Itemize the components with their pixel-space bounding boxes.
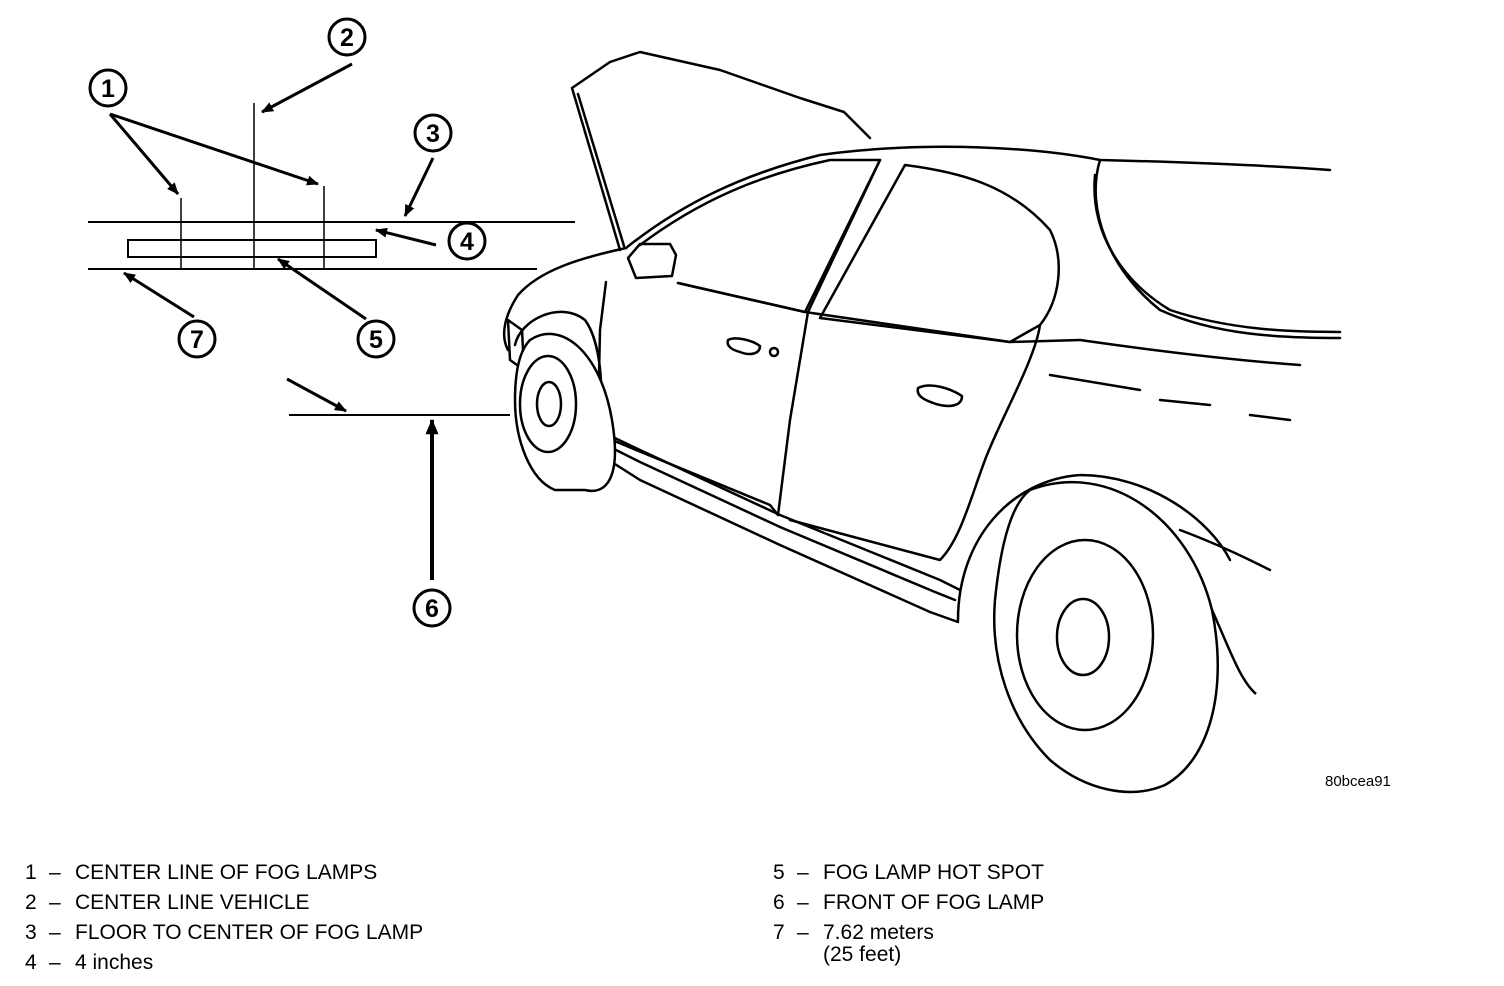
- front-fender: [502, 246, 628, 352]
- arrow-3: [403, 157, 435, 217]
- legend-dash: –: [49, 921, 61, 944]
- legend-item: 4 – 4 inches: [25, 948, 423, 978]
- rear-roof-edge: [1094, 158, 1342, 340]
- arrow-2: [261, 62, 353, 114]
- vehicle-illustration: [502, 50, 1342, 624]
- fog-lamp-hot-spot-rectangle: [127, 239, 377, 258]
- door-lock: [768, 346, 780, 358]
- legend-dash: –: [797, 891, 809, 914]
- callout-label: 3: [426, 120, 440, 148]
- callout-label: 2: [340, 24, 354, 52]
- rear-window: [1093, 173, 1342, 334]
- legend-dash: –: [49, 861, 61, 884]
- legend-dash: –: [797, 921, 809, 944]
- arrow-7: [123, 271, 195, 319]
- arrow-4: [375, 227, 437, 247]
- figure-id-code: 80bcea91: [1325, 773, 1391, 790]
- arrow-1-left: [108, 113, 180, 195]
- front-door: [596, 280, 780, 517]
- legend-dash: –: [49, 891, 61, 914]
- legend-item: 5 – FOG LAMP HOT SPOT: [773, 858, 1044, 888]
- callout-label: 4: [460, 228, 474, 256]
- rear-wheel: [993, 480, 1257, 794]
- legend-right: 5 – FOG LAMP HOT SPOT 6 – FRONT OF FOG L…: [773, 858, 1044, 966]
- callout-2: 2: [327, 17, 367, 57]
- legend-text: 7.62 meters (25 feet): [823, 921, 934, 966]
- callouts: 1 2 3 4 5 6 7: [88, 17, 487, 628]
- rear-door: [788, 323, 1042, 562]
- callout-4: 4: [447, 221, 487, 261]
- callout-label: 1: [101, 75, 115, 103]
- roof-outline: [624, 145, 1332, 250]
- legend-text: CENTER LINE OF FOG LAMPS: [75, 861, 378, 884]
- open-hood: [570, 50, 872, 252]
- callout-5: 5: [356, 319, 396, 359]
- rear-door-window: [818, 163, 1060, 344]
- callout-label: 7: [190, 326, 204, 354]
- legend-number: 2: [25, 891, 37, 914]
- front-wheel: [513, 332, 617, 493]
- legend-item: 3 – FLOOR TO CENTER OF FOG LAMP: [25, 918, 423, 948]
- rear-quarter-panel: [1048, 338, 1302, 422]
- arrow-floor: [286, 377, 347, 413]
- b-pillar: [776, 158, 882, 517]
- callout-1: 1: [88, 68, 128, 108]
- legend-text: FOG LAMP HOT SPOT: [823, 861, 1044, 884]
- legend-number: 4: [25, 951, 37, 974]
- legend-text: FRONT OF FOG LAMP: [823, 891, 1045, 914]
- callout-6: 6: [412, 588, 452, 628]
- legend-item: 6 – FRONT OF FOG LAMP: [773, 888, 1044, 918]
- legend-number: 3: [25, 921, 37, 944]
- legend-number: 5: [773, 861, 785, 884]
- leader-arrows: [108, 62, 439, 580]
- legend-number: 1: [25, 861, 37, 884]
- front-door-handle: [726, 337, 762, 356]
- legend-number: 6: [773, 891, 785, 914]
- callout-3: 3: [413, 113, 453, 153]
- legend-text: FLOOR TO CENTER OF FOG LAMP: [75, 921, 424, 944]
- callout-label: 6: [425, 595, 439, 623]
- legend-dash: –: [797, 861, 809, 884]
- arrow-5: [277, 257, 367, 321]
- legend-left: 1 – CENTER LINE OF FOG LAMPS 2 – CENTER …: [25, 858, 423, 978]
- legend-dash: –: [49, 951, 61, 974]
- side-mirror: [626, 242, 678, 280]
- legend-number: 7: [773, 921, 785, 944]
- beltline: [676, 281, 1082, 344]
- callout-label: 5: [369, 326, 383, 354]
- aiming-screen: [88, 103, 575, 416]
- rocker-panel: [594, 428, 962, 624]
- callout-7: 7: [177, 319, 217, 359]
- legend-text: 4 inches: [75, 951, 154, 974]
- rear-door-handle: [916, 384, 964, 408]
- arrow-1-right: [109, 112, 319, 186]
- legend-item: 2 – CENTER LINE VEHICLE: [25, 888, 423, 918]
- legend-item: 7 – 7.62 meters (25 feet): [773, 918, 1044, 966]
- rear-wheel-arch: [956, 473, 1272, 622]
- front-door-window: [638, 158, 882, 314]
- legend-text: CENTER LINE VEHICLE: [75, 891, 310, 914]
- legend-item: 1 – CENTER LINE OF FOG LAMPS: [25, 858, 423, 888]
